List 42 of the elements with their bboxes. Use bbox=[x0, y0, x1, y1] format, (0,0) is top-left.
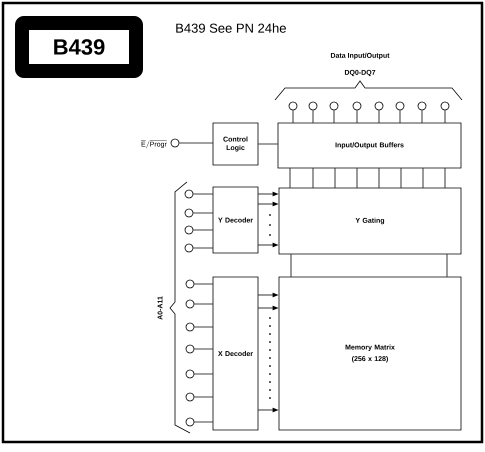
connector-line bbox=[356, 168, 358, 188]
pin-circle bbox=[186, 392, 194, 402]
connector-line bbox=[422, 168, 424, 188]
connector-line bbox=[312, 110, 314, 123]
connector-line bbox=[312, 168, 314, 188]
pin-label: $\overline{\mathrm{E}}/\overline{\mathrm{Progr}}$ bbox=[141, 140, 167, 148]
pin-circle bbox=[184, 190, 194, 198]
connector-line bbox=[400, 168, 402, 188]
connector-line bbox=[292, 110, 294, 123]
pin-circle bbox=[186, 418, 194, 426]
connector-line bbox=[378, 110, 380, 123]
pin-circle bbox=[184, 244, 194, 252]
part-number-box: B439 bbox=[15, 16, 143, 78]
pin-circle bbox=[352, 102, 362, 110]
pin-circle bbox=[186, 344, 194, 354]
connector-line bbox=[334, 168, 336, 188]
pin-circle bbox=[184, 226, 194, 234]
pin-circle bbox=[440, 102, 450, 110]
pin-circle bbox=[186, 280, 194, 288]
connector-line bbox=[378, 168, 380, 188]
connector-line bbox=[194, 348, 213, 350]
connector-line bbox=[179, 142, 213, 144]
connector-line bbox=[444, 168, 446, 188]
pin-circle bbox=[308, 102, 318, 110]
pin-circle bbox=[170, 138, 180, 148]
connector-line bbox=[444, 110, 446, 123]
pin-circle bbox=[418, 102, 426, 110]
connector-line bbox=[193, 212, 213, 214]
connector-line bbox=[194, 396, 213, 398]
title: B439 See PN 24he bbox=[176, 23, 286, 33]
connector-line bbox=[446, 254, 448, 277]
pin-circle bbox=[374, 102, 384, 110]
connector-line bbox=[290, 254, 292, 277]
pin-circle bbox=[330, 102, 338, 110]
pin-circle bbox=[288, 102, 298, 110]
pin-circle bbox=[186, 322, 194, 332]
pin-circle bbox=[186, 370, 194, 378]
pin-circle bbox=[186, 300, 194, 308]
pin-circle bbox=[184, 208, 194, 218]
pin-circle bbox=[396, 102, 404, 110]
connector-line bbox=[356, 110, 358, 123]
connector-line bbox=[194, 326, 213, 328]
